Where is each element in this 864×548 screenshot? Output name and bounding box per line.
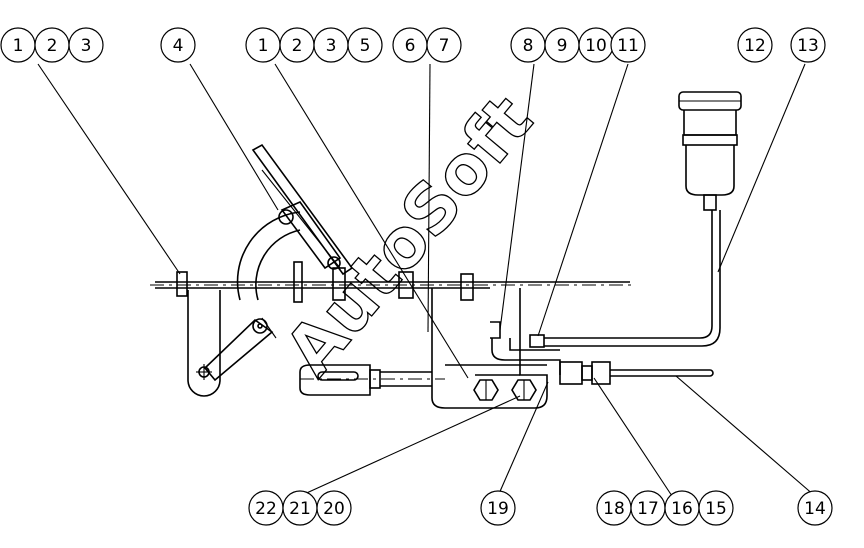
master-cylinder [431, 288, 561, 409]
reservoir [678, 91, 742, 211]
callout-1-2-3: 1 2 3 [0, 27, 104, 63]
callout-13: 13 [790, 27, 826, 63]
callout-number: 15 [705, 499, 727, 519]
callout-bubble [790, 27, 826, 63]
callout-19: 19 [480, 490, 516, 526]
callout-number: 14 [804, 499, 826, 519]
callout-bubble [347, 27, 383, 63]
callout-number: 2 [47, 36, 58, 56]
callout-number: 10 [585, 36, 607, 56]
callout-number: 22 [255, 499, 277, 519]
callout-bubble [698, 490, 734, 526]
callout-number: 3 [81, 36, 92, 56]
callout-bubble [68, 27, 104, 63]
callout-bubble [797, 490, 833, 526]
callout-number: 1 [13, 36, 24, 56]
leader-lines [37, 63, 816, 497]
pedal-pad [251, 143, 354, 276]
callout-bubble [610, 27, 646, 63]
watermark: AutoSoft [271, 81, 549, 391]
callout-bubble [426, 27, 462, 63]
callout-12: 12 [737, 27, 773, 63]
callout-number: 17 [637, 499, 659, 519]
callout-number: 3 [326, 36, 337, 56]
callout-number: 18 [603, 499, 625, 519]
callout-11: 11 [610, 27, 646, 63]
callout-number: 20 [323, 499, 345, 519]
callout-bubble [737, 27, 773, 63]
callout-number: 11 [617, 36, 639, 56]
callout-number: 16 [671, 499, 693, 519]
callout-number: 21 [289, 499, 311, 519]
callout-8-9-10: 8 9 10 [510, 27, 614, 63]
callout-1-2-3-5: 1 2 3 5 [245, 27, 383, 63]
callout-18-17-16-15: 18 17 16 15 [596, 490, 734, 526]
callout-bubble [160, 27, 196, 63]
callout-bubble [316, 490, 352, 526]
callout-22-21-20: 22 21 20 [248, 490, 352, 526]
callout-number: 1 [258, 36, 269, 56]
callout-number: 2 [292, 36, 303, 56]
callout-number: 6 [405, 36, 416, 56]
callout-number: 9 [557, 36, 568, 56]
callout-number: 4 [173, 36, 184, 56]
callout-number: 13 [797, 36, 819, 56]
callout-bubble [480, 490, 516, 526]
callout-number: 8 [523, 36, 534, 56]
callout-number: 7 [439, 36, 450, 56]
callout-number: 12 [744, 36, 766, 56]
callout-14: 14 [797, 490, 833, 526]
callout-4: 4 [160, 27, 196, 63]
callout-number: 5 [360, 36, 371, 56]
callout-number: 19 [487, 499, 509, 519]
